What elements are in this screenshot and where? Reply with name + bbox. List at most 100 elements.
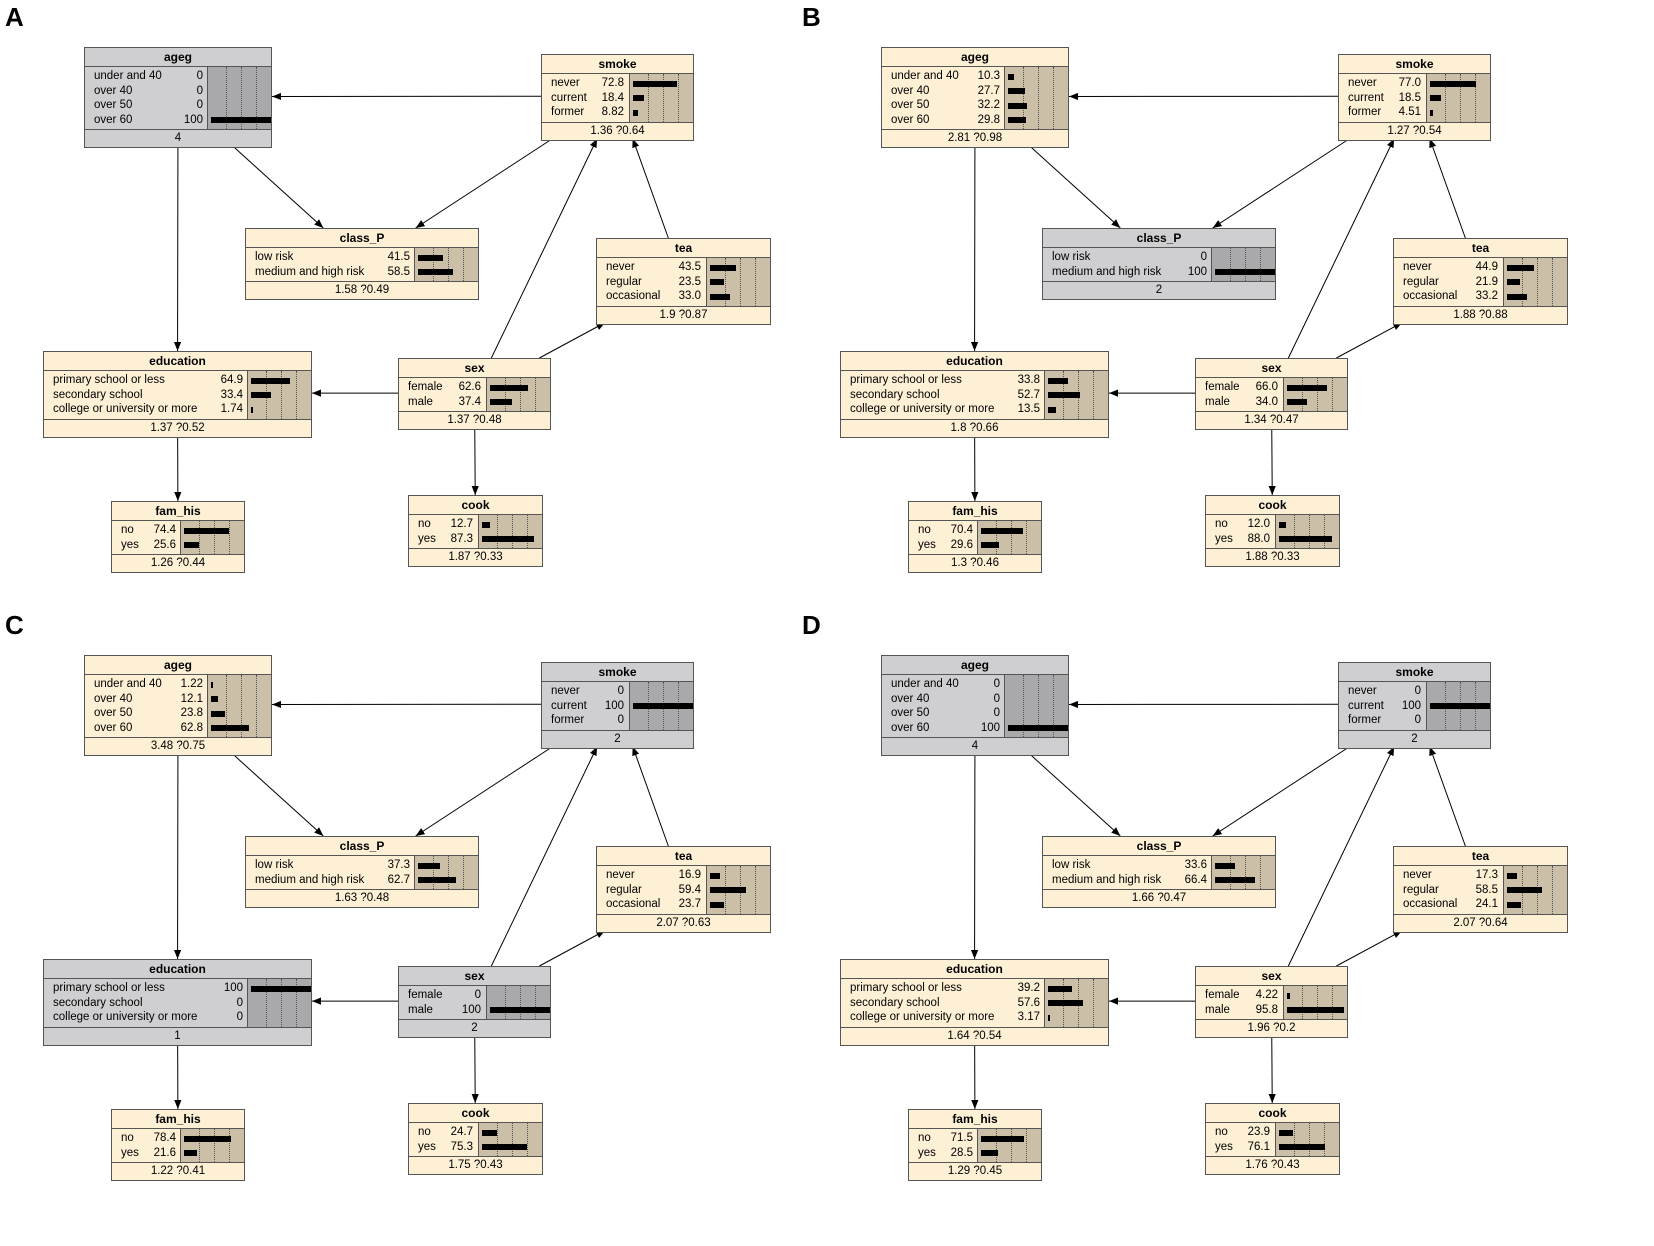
belief-bar — [1287, 992, 1290, 999]
bar-gridline — [271, 67, 272, 129]
node-title: ageg — [882, 656, 1068, 675]
state-value: 0 — [474, 989, 481, 1001]
belief-bar — [490, 384, 528, 391]
bar-gridline — [542, 1123, 543, 1156]
node-title: smoke — [1339, 663, 1490, 682]
belief-bar — [184, 1150, 197, 1156]
bar-gridline — [1245, 856, 1246, 889]
bar-gridline — [296, 979, 297, 1027]
state-label: no — [918, 524, 931, 536]
belief-bar — [1048, 1000, 1083, 1006]
state-label: male — [408, 395, 433, 408]
state-label: over 50 — [891, 99, 930, 111]
edge-tea-to-smoke — [1429, 138, 1466, 239]
belief-bar — [418, 269, 454, 275]
belief-bars — [1211, 248, 1276, 281]
bar-gridline — [535, 986, 536, 1019]
state-value: 29.6 — [950, 538, 973, 551]
state-value: 21.9 — [1475, 275, 1498, 288]
belief-bars — [1275, 1123, 1340, 1156]
state-label: over 60 — [891, 721, 930, 734]
state-value: 71.5 — [950, 1132, 973, 1144]
state-value: 28.5 — [950, 1146, 973, 1159]
bar-gridline — [448, 248, 449, 281]
node-mean: 1.37 ?0.48 — [447, 414, 502, 426]
state-label: no — [1215, 1126, 1228, 1138]
bar-gridline — [550, 378, 551, 411]
bar-gridline — [199, 521, 200, 554]
bar-gridline — [266, 979, 267, 1027]
belief-bar — [1008, 725, 1068, 731]
bar-gridline — [1108, 979, 1109, 1027]
bar-gridline — [520, 378, 521, 411]
bar-gridline — [1537, 258, 1538, 306]
state-value: 100 — [183, 113, 203, 126]
state-label: primary school or less — [850, 374, 962, 386]
state-label: over 60 — [94, 721, 133, 734]
edge-smoke-to-class_P — [1212, 746, 1351, 837]
state-label: male — [408, 1003, 433, 1016]
state-label: former — [551, 106, 585, 118]
state-label: under and 40 — [94, 70, 162, 82]
state-value: 12.7 — [450, 518, 473, 530]
bar-gridline — [542, 515, 543, 548]
bar-gridline — [1093, 371, 1094, 419]
node-title: class_P — [1043, 837, 1275, 856]
state-value: 58.5 — [387, 265, 410, 278]
belief-bars — [486, 378, 551, 411]
bar-gridline — [693, 74, 694, 122]
state-value: 78.4 — [153, 1132, 176, 1144]
state-label: female — [1205, 989, 1240, 1001]
state-label: under and 40 — [891, 70, 959, 82]
